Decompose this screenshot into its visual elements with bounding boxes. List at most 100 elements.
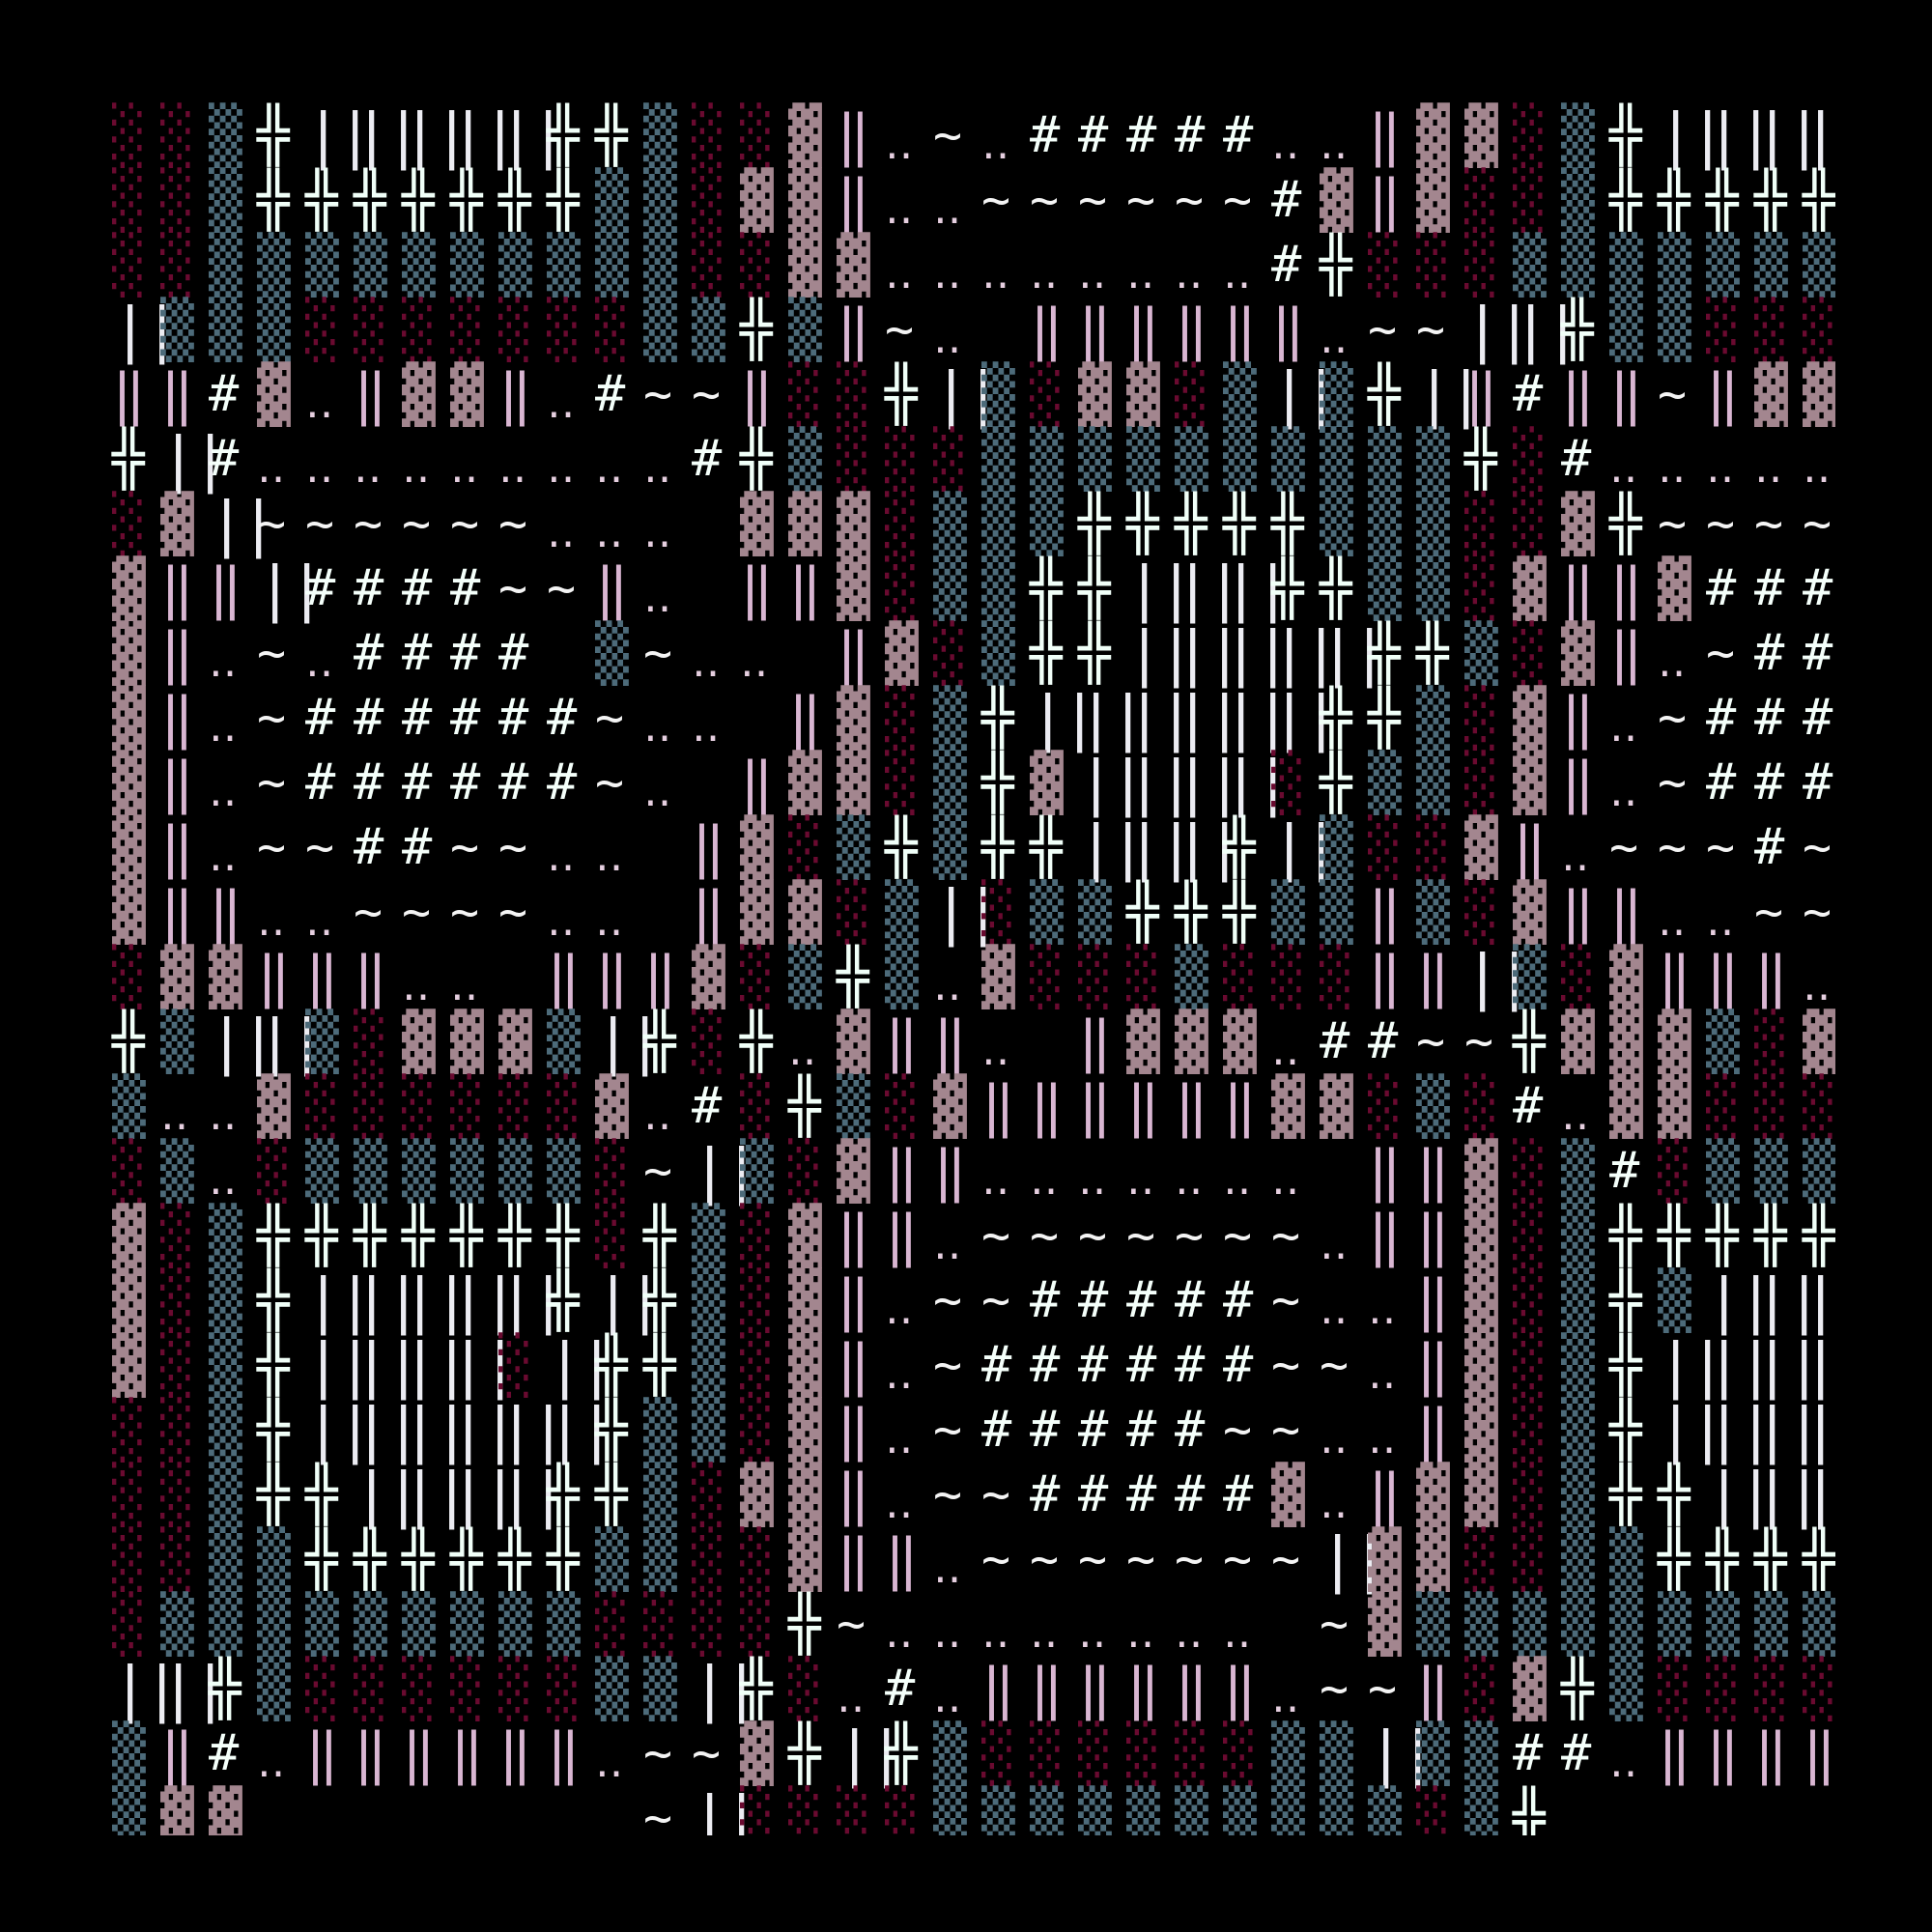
medium-shade-cell: ▒: [209, 297, 242, 362]
box-cross-glyph: ╬: [1658, 1463, 1690, 1526]
medium-shade-cell: ▒: [1561, 102, 1595, 168]
double-bar-glyph: ‖: [1126, 297, 1160, 362]
tilde-glyph: ~: [498, 560, 528, 616]
vertical-bar-glyph: |: [1658, 1395, 1694, 1465]
dots-glyph: ‥: [547, 379, 576, 428]
double-bar-glyph: ‖: [837, 1526, 870, 1592]
medium-shade-cell: ▒: [692, 1267, 725, 1333]
box-cross-glyph: ╬: [1078, 622, 1111, 685]
hash-glyph: #: [1126, 106, 1157, 164]
dots-glyph: ‥: [547, 896, 576, 946]
dots-glyph: ‥: [1078, 1155, 1107, 1205]
light-shade-cell: ░: [740, 1073, 774, 1139]
medium-shade-cell: ▒: [1561, 1203, 1595, 1268]
double-bar-glyph: ‖: [933, 1138, 967, 1204]
hash-glyph: #: [692, 1077, 723, 1135]
medium-shade-cell: ▒: [595, 1656, 629, 1721]
light-shade-cell: ░: [1513, 1267, 1547, 1333]
vertical-bar-glyph: |: [1464, 295, 1501, 365]
dots-glyph: ‥: [209, 638, 238, 687]
hash-glyph: #: [1078, 1465, 1109, 1523]
tilde-glyph: ~: [402, 884, 432, 940]
dark-shade-cell: ▓: [837, 491, 870, 556]
vertical-bar-glyph: |: [1368, 1719, 1405, 1789]
dots-glyph: ‥: [160, 1091, 189, 1140]
dots-glyph: ‥: [643, 767, 672, 816]
hash-glyph: #: [305, 753, 336, 811]
box-cross-glyph: ╬: [257, 1399, 290, 1462]
dots-glyph: ‥: [1609, 443, 1638, 493]
dots-glyph: ‥: [305, 896, 334, 946]
dots-glyph: ‥: [1223, 249, 1252, 298]
double-bar-glyph: ‖: [1561, 685, 1595, 751]
hash-glyph: #: [1078, 106, 1109, 164]
hash-glyph: #: [354, 818, 384, 876]
double-bar-glyph: ‖: [1464, 361, 1498, 427]
double-bar-glyph: ‖: [498, 361, 532, 427]
medium-shade-cell: ▒: [112, 1073, 146, 1139]
vertical-bar-glyph: |: [1175, 748, 1211, 818]
light-shade-cell: ░: [788, 1785, 822, 1836]
vertical-bar-glyph: |: [1803, 1460, 1835, 1530]
light-shade-cell: ░: [1464, 685, 1498, 751]
double-bar-glyph: ‖: [1561, 879, 1595, 945]
light-shade-cell: ░: [257, 1138, 291, 1204]
double-bar-glyph: ‖: [837, 1267, 870, 1333]
medium-shade-cell: ▒: [1803, 232, 1835, 298]
medium-shade-cell: ▒: [257, 1656, 291, 1721]
vertical-bar-glyph: |: [933, 877, 970, 948]
hash-glyph: #: [1223, 106, 1254, 164]
hash-glyph: #: [1368, 1012, 1399, 1070]
box-cross-glyph: ╬: [1561, 1658, 1594, 1720]
dark-shade-cell: ▓: [1658, 555, 1691, 621]
double-bar-glyph: ‖: [160, 620, 194, 686]
vertical-bar-glyph: |: [1271, 812, 1308, 883]
box-cross-glyph: ╬: [1609, 104, 1642, 167]
dots-glyph: ‥: [1368, 1350, 1397, 1399]
hash-glyph: #: [1561, 430, 1592, 488]
light-shade-cell: ░: [1368, 814, 1402, 880]
light-shade-cell: ░: [643, 1591, 677, 1657]
medium-shade-cell: ▒: [1030, 879, 1064, 945]
dots-glyph: ‥: [1271, 1673, 1300, 1722]
dots-glyph: ‥: [1030, 1155, 1059, 1205]
light-shade-cell: ░: [1754, 1656, 1788, 1721]
dots-glyph: ‥: [885, 1479, 914, 1528]
box-cross-glyph: ╬: [1368, 363, 1401, 426]
tilde-glyph: ~: [643, 366, 673, 422]
tilde-glyph: ~: [1078, 1531, 1108, 1587]
box-cross-glyph: ╬: [112, 428, 145, 491]
dark-shade-cell: ▓: [1609, 1009, 1643, 1074]
light-shade-cell: ░: [1175, 1720, 1208, 1786]
dots-glyph: ‥: [692, 638, 721, 687]
medium-shade-cell: ▒: [933, 555, 967, 621]
medium-shade-cell: ▒: [1706, 1009, 1740, 1074]
tilde-glyph: ~: [885, 301, 915, 357]
box-cross-glyph: ╬: [1320, 752, 1352, 814]
vertical-bar-glyph: |: [1706, 1395, 1743, 1465]
box-cross-glyph: ╬: [1609, 493, 1642, 555]
light-shade-cell: ░: [1464, 167, 1498, 233]
box-cross-glyph: ╬: [1320, 557, 1352, 620]
light-shade-cell: ░: [160, 1526, 194, 1592]
hash-glyph: #: [1175, 1271, 1206, 1329]
light-shade-cell: ░: [498, 1332, 532, 1398]
dark-shade-cell: ▓: [885, 620, 919, 686]
medium-shade-cell: ▒: [1030, 1785, 1064, 1836]
double-bar-glyph: ‖: [837, 1462, 870, 1527]
box-cross-glyph: ╬: [354, 169, 386, 232]
medium-shade-cell: ▒: [498, 1138, 532, 1204]
hash-glyph: #: [1803, 689, 1833, 747]
medium-shade-cell: ▒: [643, 1526, 677, 1592]
medium-shade-cell: ▒: [643, 102, 677, 168]
dark-shade-cell: ▓: [837, 1009, 870, 1074]
double-bar-glyph: ‖: [1126, 1656, 1160, 1721]
double-bar-glyph: ‖: [1175, 1073, 1208, 1139]
box-cross-glyph: ╬: [1271, 493, 1304, 555]
hash-glyph: #: [354, 689, 384, 747]
medium-shade-cell: ▒: [305, 1138, 339, 1204]
tilde-glyph: ~: [450, 819, 480, 875]
hash-glyph: #: [1175, 1401, 1206, 1459]
tilde-glyph: ~: [933, 1466, 963, 1522]
dark-shade-cell: ▓: [112, 620, 146, 686]
